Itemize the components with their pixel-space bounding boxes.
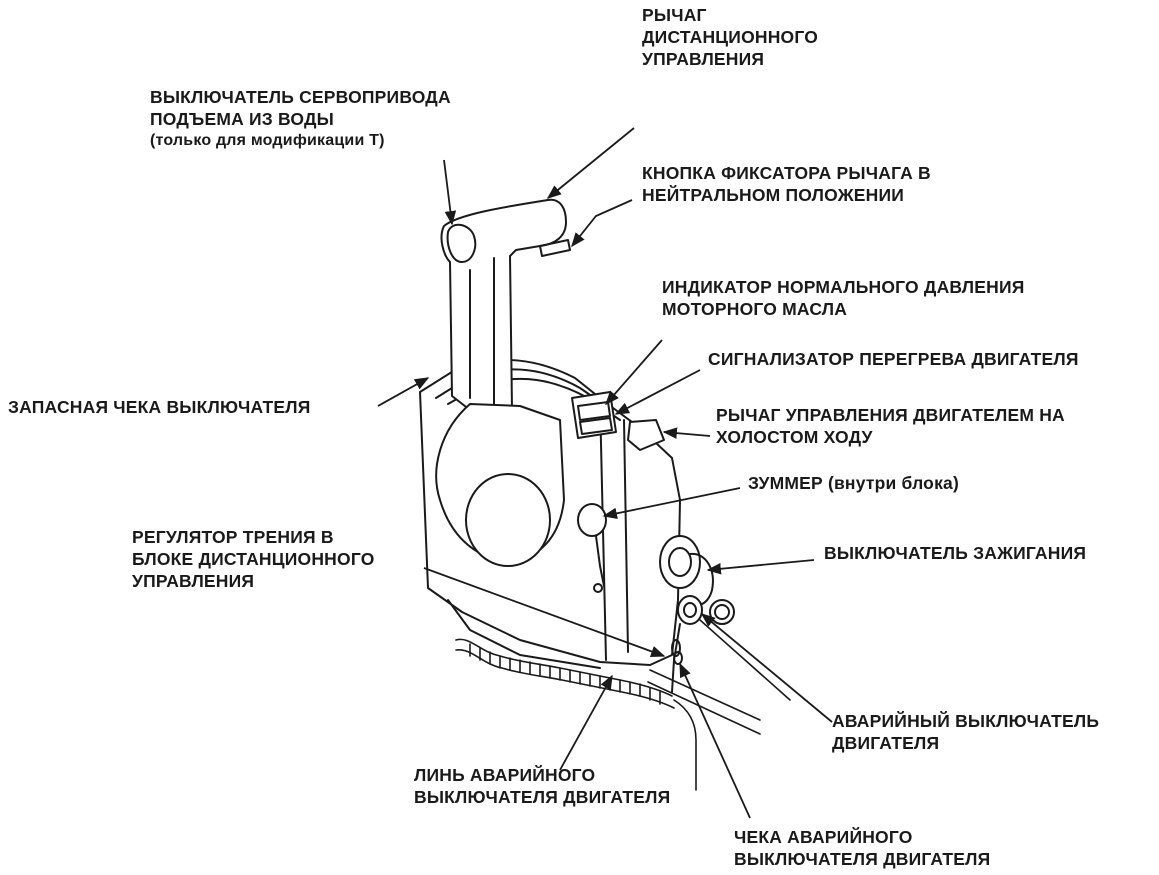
leader-idle-lever — [664, 432, 710, 436]
leader-remote-lever — [548, 128, 634, 198]
label-lanyard: ЛИНЬ АВАРИЙНОГО ВЫКЛЮЧАТЕЛЯ ДВИГАТЕЛЯ — [414, 764, 670, 808]
label-stop-clip: ЧЕКА АВАРИЙНОГО ВЫКЛЮЧАТЕЛЯ ДВИГАТЕЛЯ — [734, 826, 990, 870]
label-friction: РЕГУЛЯТОР ТРЕНИЯ В БЛОКЕ ДИСТАНЦИОННОГО … — [132, 526, 375, 592]
leader-neutral-lock — [572, 200, 632, 246]
label-remote-lever: РЫЧАГ ДИСТАНЦИОННОГО УПРАВЛЕНИЯ — [642, 4, 818, 70]
label-spare-clip: ЗАПАСНАЯ ЧЕКА ВЫКЛЮЧАТЕЛЯ — [8, 396, 310, 418]
leader-ignition — [708, 560, 814, 570]
label-idle-lever: РЫЧАГ УПРАВЛЕНИЯ ДВИГАТЕЛЕМ НА ХОЛОСТОМ … — [716, 404, 1065, 448]
leader-trim-switch — [444, 160, 452, 224]
label-buzzer: ЗУММЕР (внутри блока) — [748, 472, 959, 494]
label-neutral-lock: КНОПКА ФИКСАТОРА РЫЧАГА В НЕЙТРАЛЬНОМ ПО… — [642, 162, 931, 206]
label-trim-switch: ВЫКЛЮЧАТЕЛЬ СЕРВОПРИВОДА ПОДЪЕМА ИЗ ВОДЫ… — [150, 86, 451, 152]
label-oil-pressure: ИНДИКАТОР НОРМАЛЬНОГО ДАВЛЕНИЯ МОТОРНОГО… — [662, 276, 1025, 320]
label-overheat: СИГНАЛИЗАТОР ПЕРЕГРЕВА ДВИГАТЕЛЯ — [708, 348, 1079, 370]
leader-stop-clip — [680, 664, 750, 818]
leader-overheat — [616, 370, 700, 414]
label-stop-switch: АВАРИЙНЫЙ ВЫКЛЮЧАТЕЛЬ ДВИГАТЕЛЯ — [832, 710, 1099, 754]
leader-lanyard — [560, 676, 612, 770]
label-ignition: ВЫКЛЮЧАТЕЛЬ ЗАЖИГАНИЯ — [824, 542, 1086, 564]
leader-stop-switch — [702, 614, 832, 722]
